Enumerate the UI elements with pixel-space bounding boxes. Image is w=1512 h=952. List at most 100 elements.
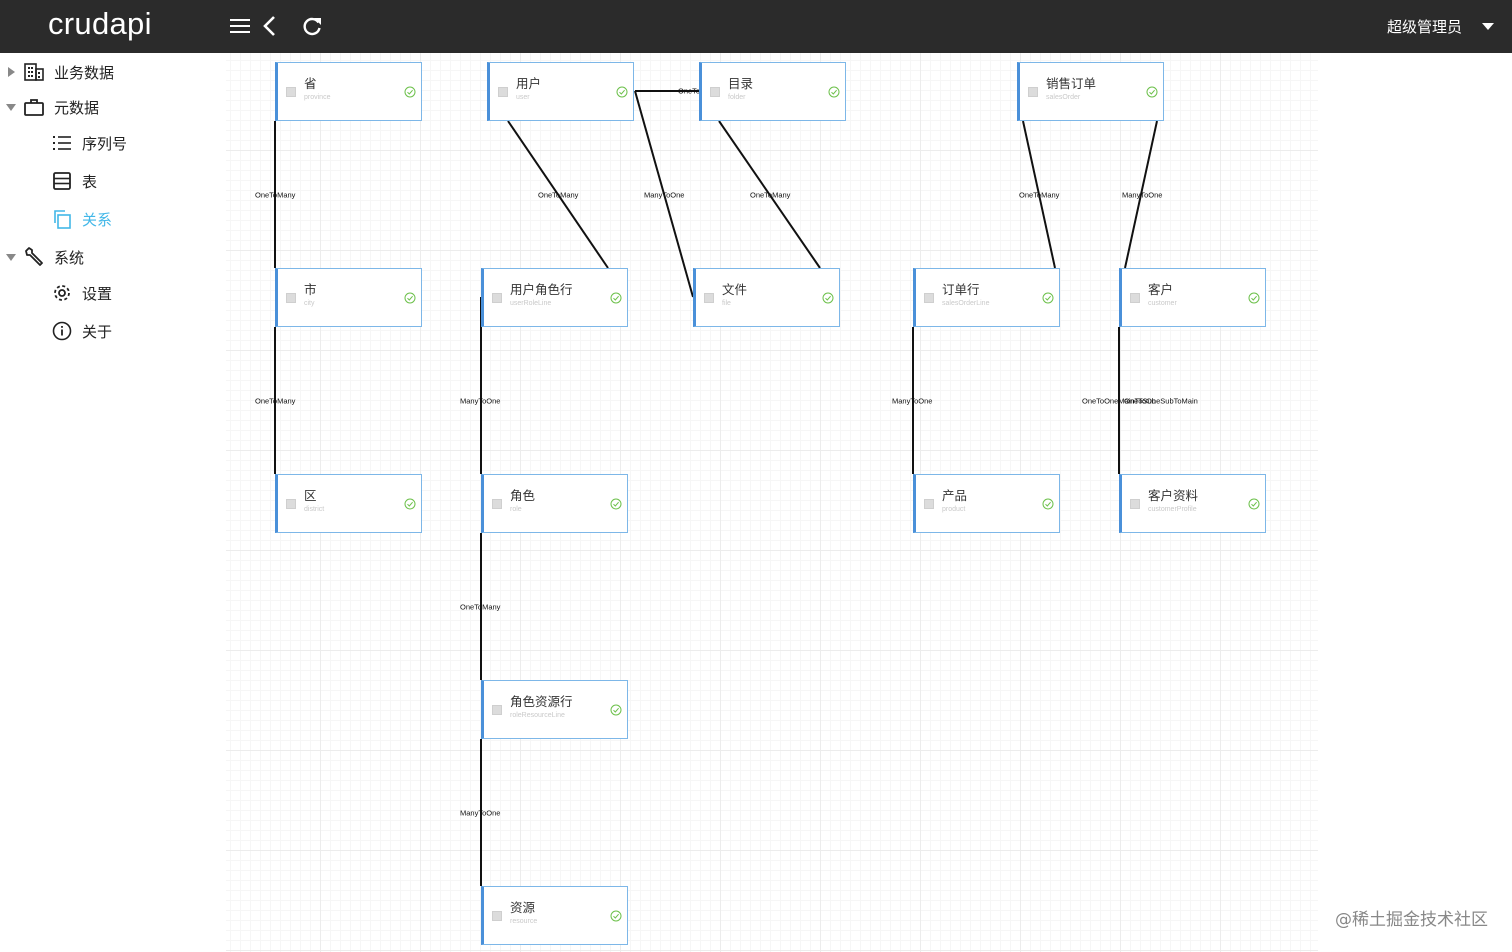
check-circle-icon xyxy=(828,86,840,98)
sidebar-item-table[interactable]: 表 xyxy=(50,165,97,197)
sidebar-item-label: 元数据 xyxy=(54,98,100,117)
sidebar-item-settings[interactable]: 设置 xyxy=(50,277,112,309)
node-checkbox[interactable] xyxy=(1028,87,1038,97)
table-node-province[interactable]: 省 province xyxy=(275,62,422,121)
node-title: 客户 xyxy=(1148,282,1174,297)
node-table-name: product xyxy=(942,506,966,513)
table-node-userRoleLine[interactable]: 用户角色行 userRoleLine xyxy=(481,268,628,327)
menu-icon[interactable] xyxy=(226,12,254,40)
check-circle-icon xyxy=(610,704,622,716)
node-table-name: file xyxy=(722,300,731,307)
node-title: 角色 xyxy=(510,488,536,503)
node-checkbox[interactable] xyxy=(924,499,934,509)
node-title: 目录 xyxy=(728,76,754,91)
table-node-user[interactable]: 用户 user xyxy=(487,62,634,121)
table-node-salesOrderLine[interactable]: 订单行 salesOrderLine xyxy=(913,268,1060,327)
sidebar-item-business-data[interactable]: 业务数据 xyxy=(4,56,114,88)
relation-edge-label: OneToMany xyxy=(255,191,296,200)
sidebar-item-label: 设置 xyxy=(82,284,113,303)
top-bar: crudapi 超级管理员 xyxy=(0,0,1512,53)
sidebar-item-label: 序列号 xyxy=(82,134,128,153)
relation-edge-label: OneToMany xyxy=(750,191,791,200)
relation-edge-label: ManyToOne xyxy=(644,191,684,200)
relation-edge-label: ManyToOne xyxy=(460,809,500,818)
sidebar-item-label: 业务数据 xyxy=(54,63,115,82)
relation-edge-label: ManyToOne xyxy=(892,397,932,406)
sidebar: 业务数据 元数据 序列号 表 关系 系统 设置 xyxy=(0,53,226,952)
table-node-customer[interactable]: 客户 customer xyxy=(1119,268,1266,327)
expand-arrow-icon xyxy=(4,67,18,77)
table-node-product[interactable]: 产品 product xyxy=(913,474,1060,533)
node-title: 省 xyxy=(304,76,317,91)
sidebar-item-label: 关于 xyxy=(82,322,113,341)
check-circle-icon xyxy=(1248,498,1260,510)
info-icon xyxy=(50,319,74,343)
node-title: 订单行 xyxy=(942,282,980,297)
check-circle-icon xyxy=(1042,498,1054,510)
relation-edge-salesOrder-salesOrderLine[interactable] xyxy=(1022,120,1056,269)
node-checkbox[interactable] xyxy=(492,293,502,303)
check-circle-icon xyxy=(822,292,834,304)
node-checkbox[interactable] xyxy=(492,911,502,921)
chevron-down-icon xyxy=(1482,23,1494,30)
node-title: 用户角色行 xyxy=(510,282,573,297)
check-circle-icon xyxy=(616,86,628,98)
relation-edge-label: OneToMany xyxy=(255,397,296,406)
node-checkbox[interactable] xyxy=(710,87,720,97)
node-table-name: folder xyxy=(728,94,746,101)
refresh-icon[interactable] xyxy=(298,12,326,40)
node-title: 市 xyxy=(304,282,317,297)
node-title: 产品 xyxy=(942,488,968,503)
node-table-name: district xyxy=(304,506,325,513)
relation-edge-label: OneToMany xyxy=(678,87,719,96)
node-checkbox[interactable] xyxy=(1130,293,1140,303)
check-circle-icon xyxy=(1248,292,1260,304)
node-title: 用户 xyxy=(516,76,542,91)
node-checkbox[interactable] xyxy=(704,293,714,303)
sidebar-item-about[interactable]: 关于 xyxy=(50,315,112,347)
node-table-name: role xyxy=(510,506,522,513)
relation-edge-folder-file[interactable] xyxy=(718,120,821,269)
relation-edge-user-file[interactable] xyxy=(634,90,694,298)
node-title: 角色资源行 xyxy=(510,694,573,709)
table-node-role[interactable]: 角色 role xyxy=(481,474,628,533)
sidebar-item-system[interactable]: 系统 xyxy=(4,241,84,273)
node-table-name: customerProfile xyxy=(1148,506,1197,513)
check-circle-icon xyxy=(1146,86,1158,98)
node-checkbox[interactable] xyxy=(286,293,296,303)
sidebar-item-sequence[interactable]: 序列号 xyxy=(50,127,127,159)
node-checkbox[interactable] xyxy=(492,499,502,509)
sidebar-item-metadata[interactable]: 元数据 xyxy=(4,91,99,123)
relation-edge-salesOrder-customer[interactable] xyxy=(1124,120,1158,269)
relation-edge-user-userRoleLine[interactable] xyxy=(507,120,609,269)
back-icon[interactable] xyxy=(256,12,284,40)
node-checkbox[interactable] xyxy=(286,87,296,97)
node-checkbox[interactable] xyxy=(498,87,508,97)
node-checkbox[interactable] xyxy=(492,705,502,715)
node-checkbox[interactable] xyxy=(286,499,296,509)
user-name: 超级管理员 xyxy=(1386,18,1462,36)
app-brand[interactable]: crudapi xyxy=(48,6,152,41)
node-checkbox[interactable] xyxy=(1130,499,1140,509)
node-table-name: customer xyxy=(1148,300,1177,307)
node-checkbox[interactable] xyxy=(924,293,934,303)
table-node-folder[interactable]: 目录 folder xyxy=(699,62,846,121)
node-table-name: province xyxy=(304,94,331,101)
wrench-icon xyxy=(22,245,46,269)
sidebar-item-relation[interactable]: 关系 xyxy=(50,203,112,235)
check-circle-icon xyxy=(610,910,622,922)
node-table-name: user xyxy=(516,94,530,101)
node-table-name: salesOrderLine xyxy=(942,300,990,307)
node-table-name: userRoleLine xyxy=(510,300,552,307)
relation-edge-label: OneToMany xyxy=(1019,191,1060,200)
user-menu[interactable]: 超级管理员 xyxy=(1387,0,1494,53)
